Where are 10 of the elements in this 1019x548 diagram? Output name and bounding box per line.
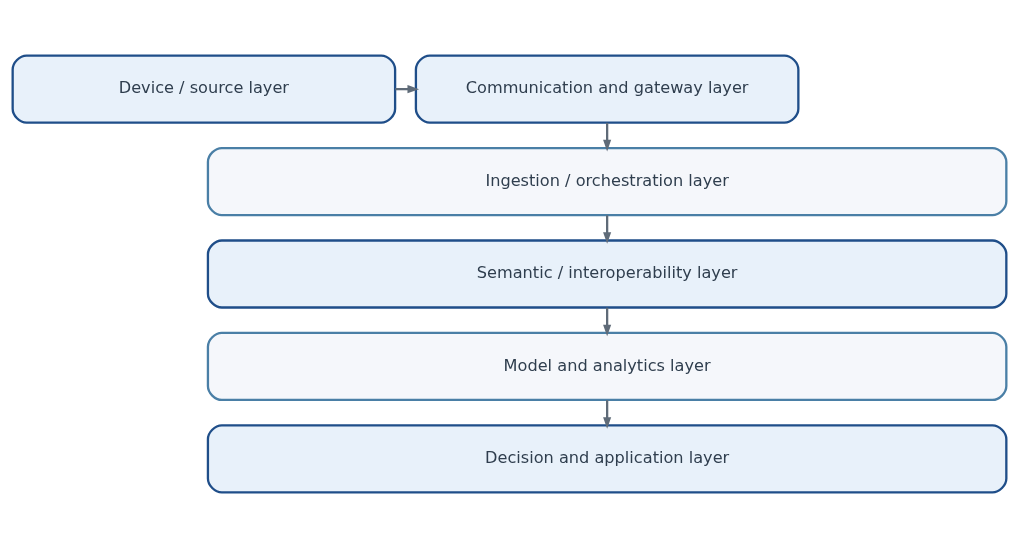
arrow [603,122,612,152]
arrow [603,307,612,337]
node-box: Device / source layer [11,54,397,124]
node-box: Decision and application layer [206,424,1008,494]
arrow [603,215,612,244]
node-box: Model and analytics layer [206,331,1008,402]
node-box: Semantic / interoperability layer [206,239,1008,309]
node-box: Communication and gateway layer [414,54,800,124]
arrow [603,400,612,429]
node-box: Ingestion / orchestration layer [206,146,1008,217]
